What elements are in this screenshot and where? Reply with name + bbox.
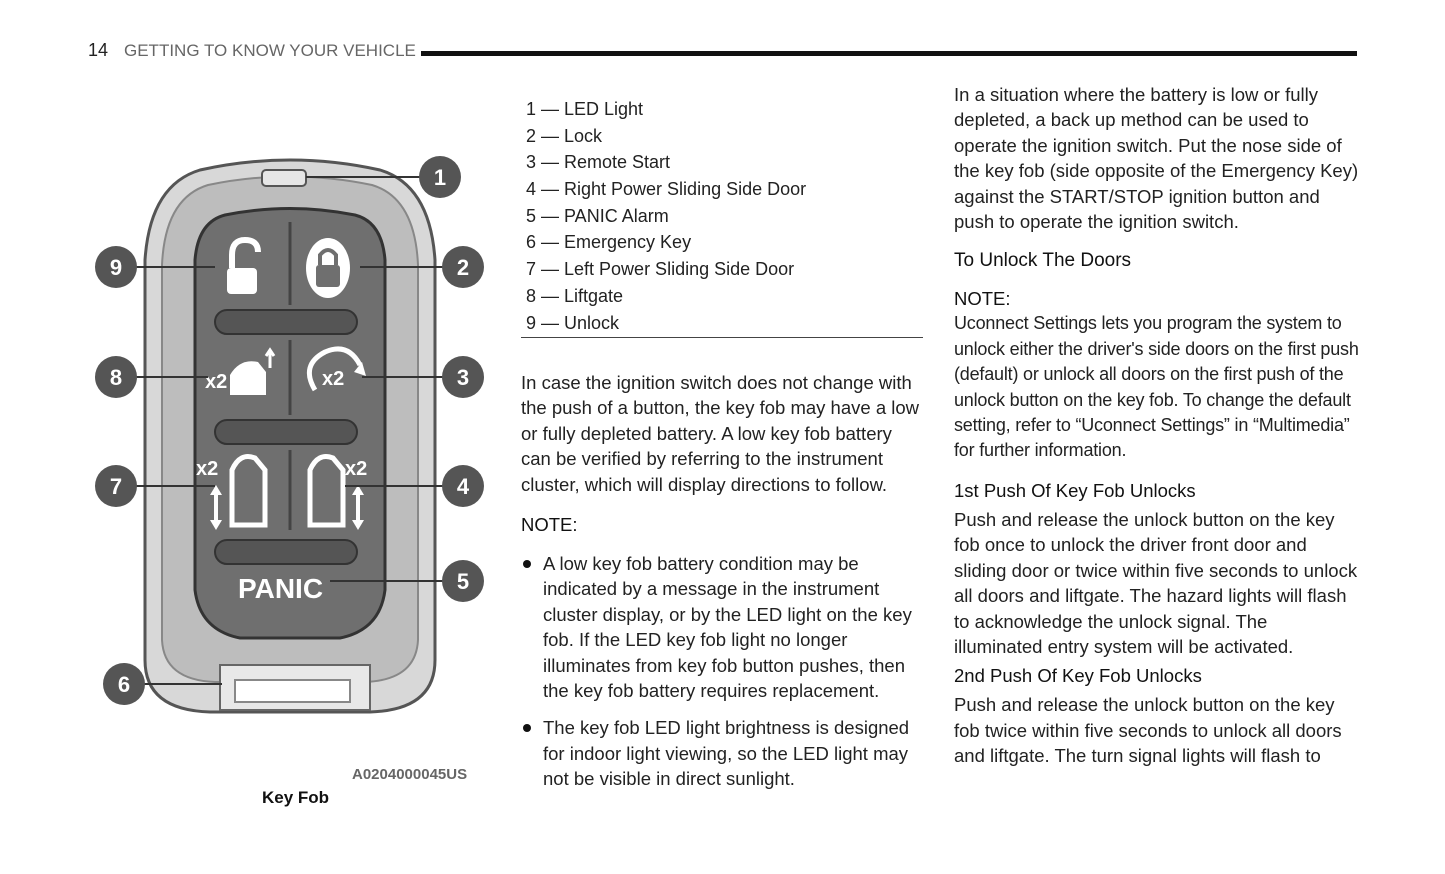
header-rule	[421, 51, 1357, 56]
second-push-text: Push and release the unlock button on th…	[954, 694, 1342, 767]
right-column: In a situation where the battery is low …	[954, 82, 1359, 769]
middle-column: In case the ignition switch does not cha…	[521, 370, 926, 792]
svg-text:x2: x2	[205, 371, 227, 393]
callout-4: 4	[442, 465, 484, 507]
callout-1: 1	[419, 156, 461, 198]
page-header: 14 GETTING TO KNOW YOUR VEHICLE	[88, 38, 1358, 64]
led-light-icon	[261, 169, 307, 187]
bullet-icon	[523, 560, 531, 569]
fob-bar-3	[214, 539, 358, 565]
first-push-text: Push and release the unlock button on th…	[954, 508, 1358, 657]
callout-5: 5	[442, 560, 484, 602]
bullet-text: A low key fob battery condition may be i…	[543, 553, 912, 702]
unlock-icon	[227, 236, 261, 294]
svg-text:1: 1	[434, 165, 446, 190]
fob-bar-1	[214, 309, 358, 335]
note-text: Uconnect Settings lets you program the s…	[954, 313, 1359, 461]
legend-item: 6 — Emergency Key	[526, 232, 692, 253]
legend-item: 8 — Liftgate	[526, 285, 624, 306]
svg-text:x2: x2	[345, 458, 367, 480]
bullet-text: The key fob LED light brightness is desi…	[543, 717, 910, 790]
svg-text:9: 9	[110, 255, 122, 280]
fob-bar-2	[214, 419, 358, 445]
callout-6: 6	[103, 663, 145, 705]
page-number: 14	[88, 40, 109, 60]
legend-item: 1 — LED Light	[526, 99, 644, 119]
figure-caption: Key Fob	[262, 788, 330, 807]
legend-item: 7 — Left Power Sliding Side Door	[526, 259, 795, 280]
liftgate-icon: x2	[205, 347, 276, 395]
right-sliding-door-icon: x2	[307, 454, 367, 530]
callout-9: 9	[95, 246, 137, 288]
callout-8: 8	[95, 356, 137, 398]
first-push-heading: 1st Push Of Key Fob Unlocks	[954, 479, 1196, 501]
battery-paragraph: In case the ignition switch does not cha…	[521, 372, 920, 495]
svg-text:7: 7	[110, 474, 122, 499]
unlock-doors-heading: To Unlock The Doors	[954, 250, 1132, 272]
backup-method-paragraph: In a situation where the battery is low …	[954, 84, 1359, 233]
section-title: GETTING TO KNOW YOUR VEHICLE	[124, 41, 416, 60]
svg-text:3: 3	[457, 365, 469, 390]
svg-text:6: 6	[118, 672, 130, 697]
second-push-heading: 2nd Push Of Key Fob Unlocks	[954, 665, 1202, 687]
note-bullet: A low key fob battery condition may be i…	[521, 551, 926, 703]
legend-rule	[521, 337, 923, 338]
callout-2: 2	[442, 246, 484, 288]
note-label: NOTE:	[954, 288, 1011, 310]
lock-icon	[306, 238, 350, 298]
figure-code: A0204000045US	[352, 766, 468, 783]
svg-text:x2: x2	[322, 368, 344, 390]
key-fob-illustration: x2 x2 x2 x2 PANIC 1 2	[95, 156, 484, 714]
legend-item: 9 — Unlock	[526, 312, 620, 333]
callout-3: 3	[442, 356, 484, 398]
svg-text:8: 8	[110, 365, 122, 390]
key-fob-legend: 1 — LED Light 2 — Lock 3 — Remote Start …	[526, 96, 922, 336]
legend-item: 2 — Lock	[526, 125, 603, 146]
legend-item: 4 — Right Power Sliding Side Door	[526, 179, 807, 200]
svg-text:2: 2	[457, 255, 469, 280]
legend-item: 5 — PANIC Alarm	[526, 205, 669, 226]
note-label: NOTE:	[521, 514, 578, 536]
bullet-icon	[523, 724, 531, 733]
note-bullet: The key fob LED light brightness is desi…	[521, 715, 926, 791]
callout-7: 7	[95, 465, 137, 507]
svg-text:4: 4	[457, 474, 470, 499]
remote-start-icon: x2	[306, 346, 366, 392]
panic-label: PANIC	[238, 573, 323, 604]
left-sliding-door-icon: x2	[196, 454, 268, 530]
svg-text:x2: x2	[196, 458, 218, 480]
legend-item: 3 — Remote Start	[526, 152, 671, 173]
svg-text:5: 5	[457, 569, 469, 594]
